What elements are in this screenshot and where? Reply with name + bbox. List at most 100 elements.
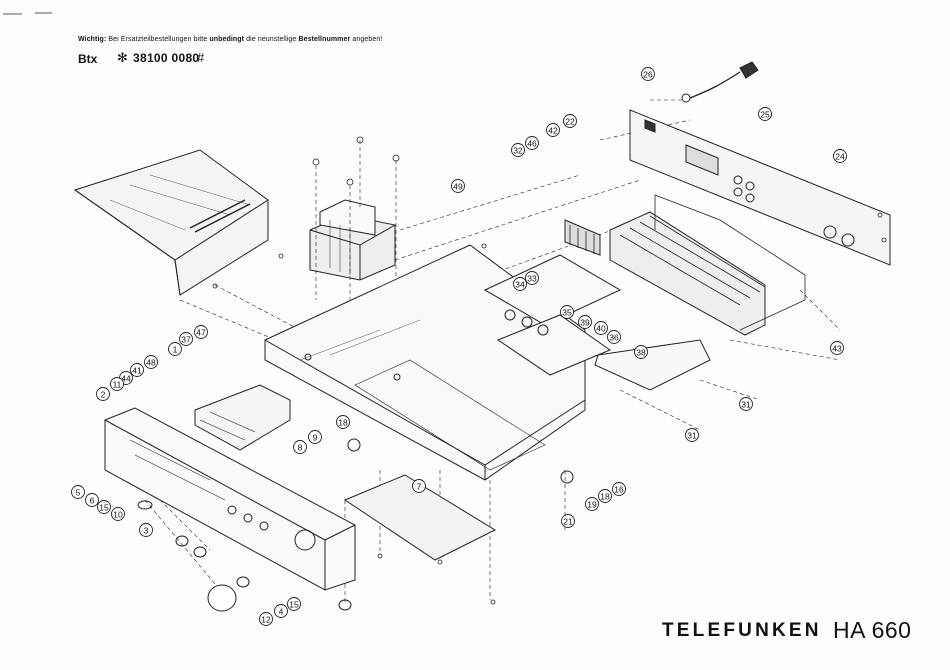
callout-10: 10 [111, 507, 125, 521]
callout-46: 46 [525, 136, 539, 150]
callout-label: 6 [90, 496, 95, 506]
callout-label: 16 [614, 485, 624, 495]
callout-label: 11 [113, 380, 122, 390]
callout-22: 22 [563, 114, 577, 128]
callout-circle [412, 479, 426, 493]
callout-24: 24 [833, 149, 847, 163]
callout-circle [97, 500, 111, 514]
callout-18: 18 [336, 415, 350, 429]
callout-9: 9 [308, 430, 322, 444]
callout-circle [578, 315, 592, 329]
callout-circle [612, 482, 626, 496]
callout-48: 48 [144, 355, 158, 369]
callout-circle [641, 67, 655, 81]
selector-board-part [496, 309, 711, 391]
callout-circle [168, 342, 182, 356]
part-number-star: ✻ [117, 50, 128, 65]
callout-circle [634, 345, 648, 359]
callout-49: 49 [451, 179, 465, 193]
input-board-part [483, 219, 622, 326]
callout-circle [144, 355, 158, 369]
callout-circle [139, 523, 153, 537]
callout-32: 32 [511, 143, 525, 157]
callout-circle [598, 489, 612, 503]
callout-circle [293, 440, 307, 454]
callout-circle [111, 507, 125, 521]
callout-38: 38 [634, 345, 648, 359]
callout-circle [585, 497, 599, 511]
callout-label: 32 [513, 146, 523, 156]
callout-label: 1 [173, 345, 178, 355]
callout-circle [85, 493, 99, 507]
callout-47: 47 [194, 325, 208, 339]
callout-label: 31 [741, 400, 751, 410]
callout-label: 38 [636, 348, 646, 358]
callout-circle [833, 149, 847, 163]
callout-2: 2 [96, 387, 110, 401]
heatsink-part [609, 194, 806, 336]
callout-label: 2 [101, 390, 106, 400]
callout-label: 35 [562, 308, 572, 318]
callout-label: 3 [144, 526, 149, 536]
front-panel-part [104, 407, 356, 591]
callout-label: 48 [146, 358, 156, 368]
callout-circle [739, 397, 753, 411]
callout-circle [451, 179, 465, 193]
callout-circle [259, 612, 273, 626]
callout-label: 36 [609, 333, 619, 343]
brand-logo: TELEFUNKEN [662, 620, 822, 641]
callout-label: 10 [113, 510, 123, 520]
callout-label: 33 [527, 274, 537, 284]
callout-label: 43 [832, 344, 842, 354]
callout-circle [511, 143, 525, 157]
callout-label: 22 [565, 117, 575, 127]
callout-6: 6 [85, 493, 99, 507]
callout-label: 41 [132, 366, 142, 376]
callout-3: 3 [139, 523, 153, 537]
callout-label: 40 [596, 324, 606, 334]
callout-11: 11 [110, 377, 124, 391]
callout-circle [513, 277, 527, 291]
callout-12: 12 [259, 612, 273, 626]
note-text-1: Bei Ersatzteilbestellungen bitte [106, 36, 210, 43]
callout-18: 18 [598, 489, 612, 503]
callout-circle [110, 377, 124, 391]
callout-4: 4 [274, 604, 288, 618]
order-instruction-note: Wichtig: Bei Ersatzteilbestellungen bitt… [78, 36, 382, 43]
callout-7: 7 [412, 479, 426, 493]
callout-label: 31 [687, 431, 697, 441]
callout-19: 19 [585, 497, 599, 511]
callout-circle [336, 415, 350, 429]
callout-circle [685, 428, 699, 442]
callout-33: 33 [525, 271, 539, 285]
callout-label: 7 [417, 482, 422, 492]
callout-circle [830, 341, 844, 355]
callout-label: 18 [338, 418, 348, 428]
callout-label: 24 [835, 152, 845, 162]
callout-label: 44 [121, 374, 131, 384]
front-board-part [194, 384, 291, 451]
power-cord-part [681, 61, 759, 103]
callout-1: 1 [168, 342, 182, 356]
callout-label: 26 [643, 70, 653, 80]
btx-label: Btx [78, 52, 98, 66]
callout-21: 21 [561, 514, 575, 528]
callout-label: 4 [279, 607, 284, 617]
callout-label: 8 [298, 443, 303, 453]
callout-circle [287, 597, 301, 611]
knobs-part [137, 500, 352, 612]
cover-part [73, 149, 269, 296]
callout-31: 31 [739, 397, 753, 411]
callout-circle [594, 321, 608, 335]
note-bold-1: unbedingt [209, 36, 245, 43]
callout-16: 16 [612, 482, 626, 496]
callout-35: 35 [560, 305, 574, 319]
model-designation: HA 660 [833, 617, 912, 643]
callout-label: 49 [453, 182, 463, 192]
callout-label: 37 [181, 335, 191, 345]
callout-circle [563, 114, 577, 128]
callout-circle [560, 305, 574, 319]
callout-26: 26 [641, 67, 655, 81]
